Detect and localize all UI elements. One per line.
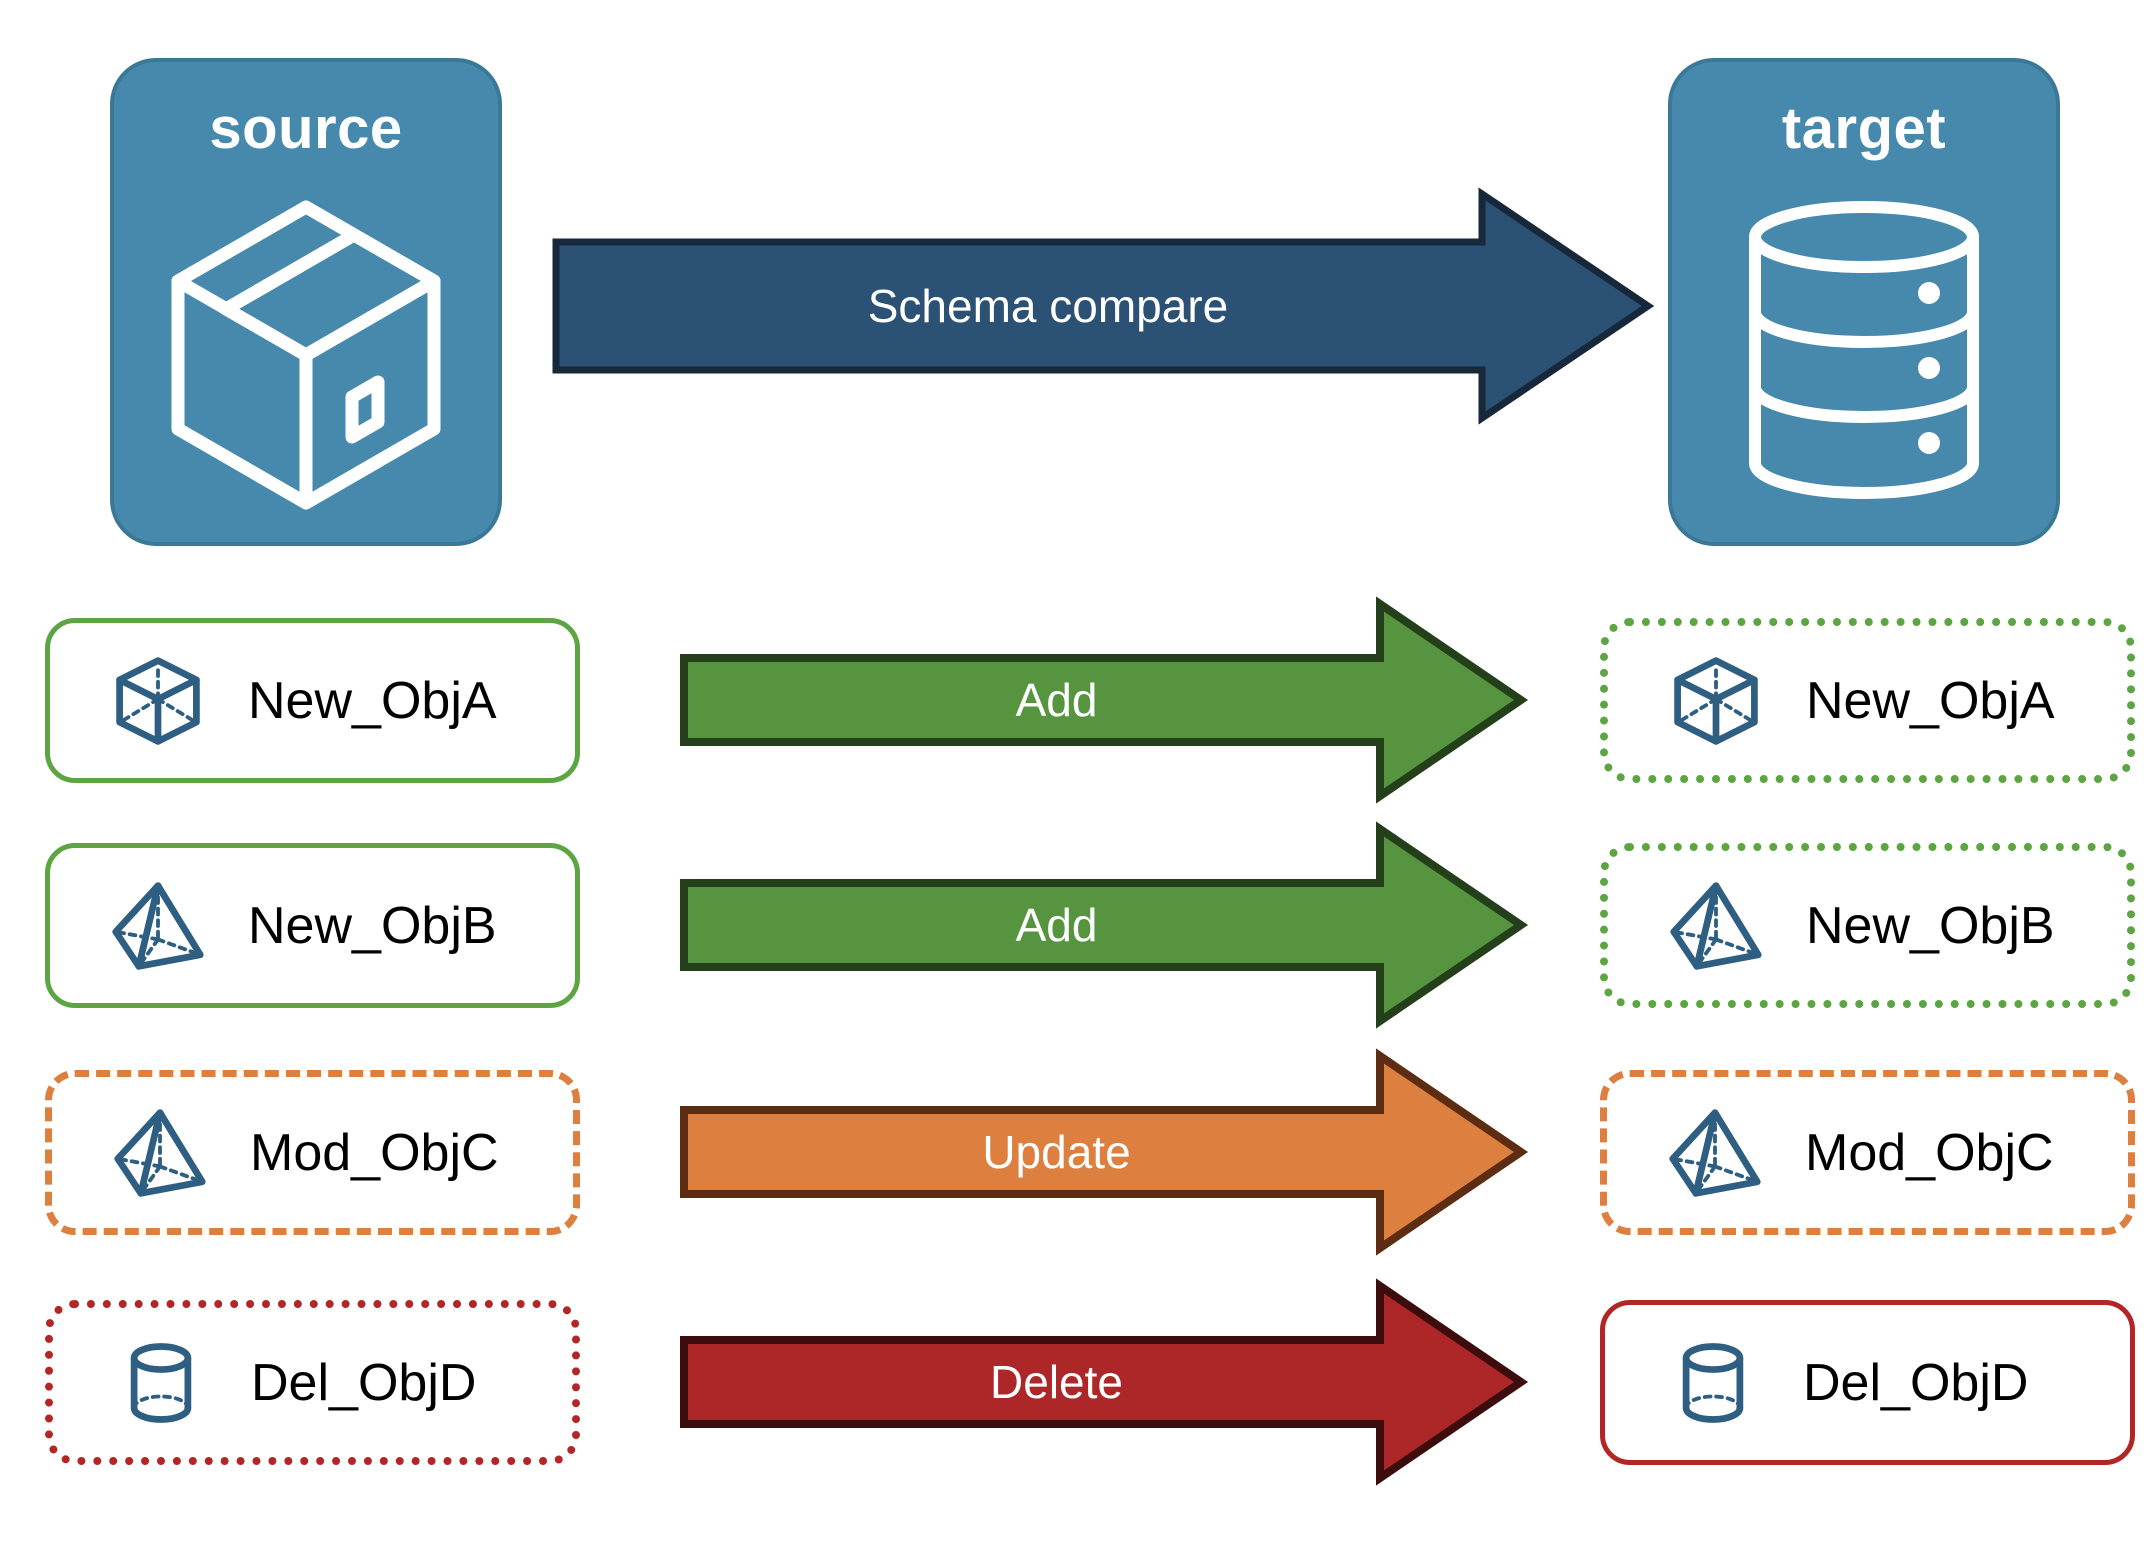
object-row: New_ObjA Add New_ObjA bbox=[0, 596, 2150, 804]
delete-arrow: Delete bbox=[680, 1278, 1529, 1486]
target-object-label: New_ObjA bbox=[1806, 671, 2055, 730]
source-object-label: Mod_ObjC bbox=[250, 1123, 499, 1182]
schema-compare-arrow: Schema compare bbox=[552, 187, 1655, 425]
target-object-box[interactable]: Del_ObjD bbox=[1600, 1300, 2135, 1465]
target-object-label: New_ObjB bbox=[1806, 896, 2055, 955]
wireframe-pyramid-icon bbox=[110, 1103, 210, 1203]
target-panel-title: target bbox=[1781, 96, 1947, 161]
wireframe-pyramid-icon bbox=[1665, 1103, 1765, 1203]
wireframe-cylinder-icon bbox=[111, 1333, 211, 1433]
wireframe-pyramid-icon bbox=[1666, 876, 1766, 976]
wireframe-cube-icon bbox=[1666, 651, 1766, 751]
source-object-box[interactable]: Del_ObjD bbox=[45, 1300, 580, 1465]
package-box-icon bbox=[114, 158, 498, 542]
source-object-label: Del_ObjD bbox=[251, 1353, 477, 1412]
source-object-box[interactable]: Mod_ObjC bbox=[45, 1070, 580, 1235]
target-panel: target bbox=[1668, 58, 2060, 546]
object-row: New_ObjB Add New_ObjB bbox=[0, 821, 2150, 1029]
wireframe-cube-icon bbox=[108, 651, 208, 751]
object-row: Del_ObjD Delete Del_ObjD bbox=[0, 1278, 2150, 1486]
target-object-box[interactable]: New_ObjB bbox=[1600, 843, 2135, 1008]
target-object-label: Mod_ObjC bbox=[1805, 1123, 2054, 1182]
target-object-box[interactable]: New_ObjA bbox=[1600, 618, 2135, 783]
target-object-box[interactable]: Mod_ObjC bbox=[1600, 1070, 2135, 1235]
update-arrow: Update bbox=[680, 1048, 1529, 1256]
wireframe-pyramid-icon bbox=[108, 876, 208, 976]
source-panel: source bbox=[110, 58, 502, 546]
source-panel-title: source bbox=[209, 96, 403, 161]
source-object-label: New_ObjB bbox=[248, 896, 497, 955]
database-cylinder-icon bbox=[1672, 158, 2056, 542]
target-object-label: Del_ObjD bbox=[1803, 1353, 2029, 1412]
source-object-label: New_ObjA bbox=[248, 671, 497, 730]
add-arrow: Add bbox=[680, 596, 1529, 804]
object-row: Mod_ObjC Update Mod_ObjC bbox=[0, 1048, 2150, 1256]
add-arrow: Add bbox=[680, 821, 1529, 1029]
source-object-box[interactable]: New_ObjB bbox=[45, 843, 580, 1008]
source-object-box[interactable]: New_ObjA bbox=[45, 618, 580, 783]
wireframe-cylinder-icon bbox=[1663, 1333, 1763, 1433]
